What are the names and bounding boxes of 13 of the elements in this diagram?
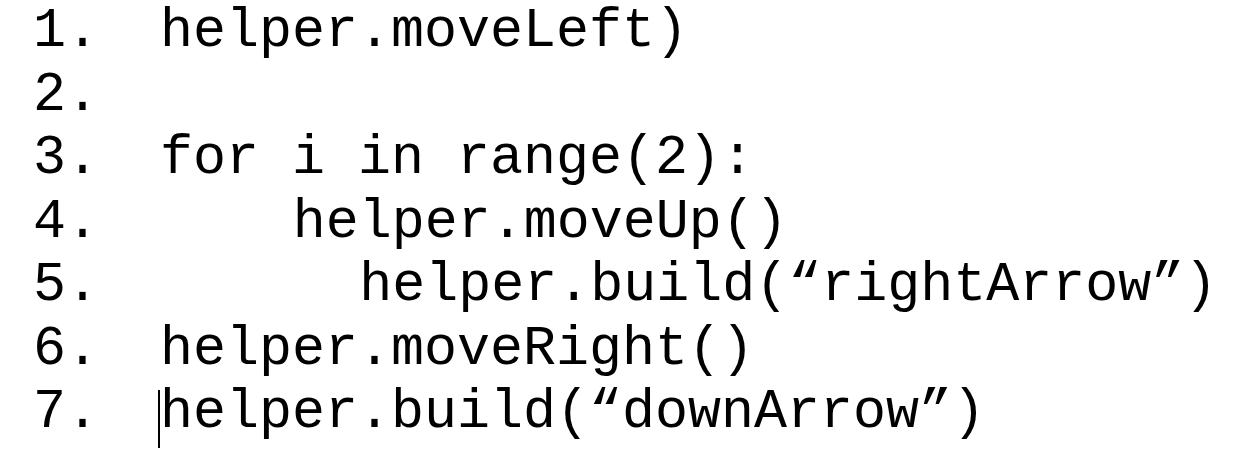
line-number: 5.: [33, 256, 99, 316]
code-line: helper.moveUp(): [292, 192, 788, 253]
code-line: helper.build(“rightArrow”): [359, 256, 1218, 316]
line-number: 6.: [33, 319, 99, 380]
line-number: 4.: [33, 192, 99, 253]
code-line: helper.moveLeft): [160, 2, 689, 62]
code-line: helper.build(“downArrow”): [160, 383, 986, 443]
code-line: helper.moveRight(): [160, 319, 755, 380]
code-line: for i in range(2):: [160, 129, 755, 189]
line-number: 3.: [33, 129, 99, 189]
line-number: 7.: [33, 383, 99, 443]
line-number: 1.: [33, 2, 99, 62]
line-number: 2.: [33, 65, 99, 126]
